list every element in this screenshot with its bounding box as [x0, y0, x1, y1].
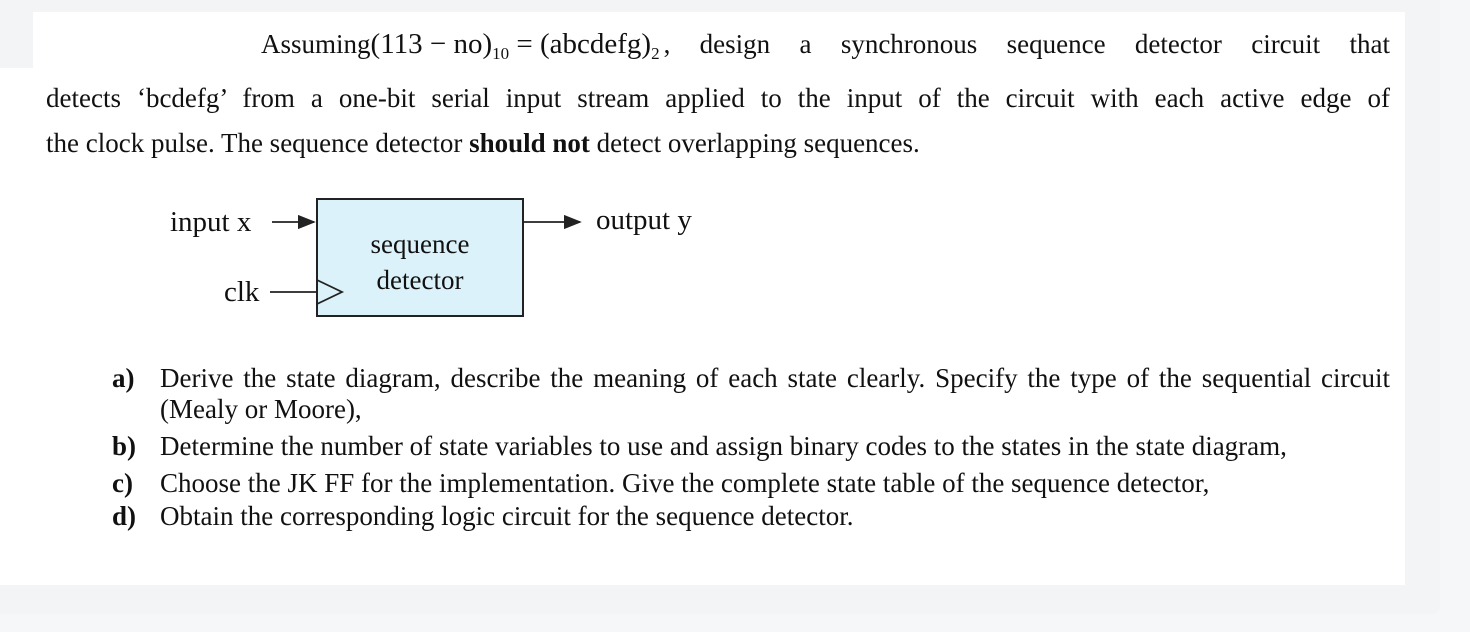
- expr-right: (abcdefg): [539, 28, 652, 60]
- expr-left-base: 10: [492, 44, 510, 63]
- question-mark: a): [112, 363, 135, 393]
- equals-sign: =: [516, 28, 533, 60]
- question-text: Choose the JK FF for the implementation.…: [160, 468, 1210, 498]
- box-label: sequence detector: [318, 226, 522, 298]
- math-expression: (113 − no)10 = (abcdefg)2: [371, 22, 660, 76]
- question-mark: b): [112, 431, 137, 461]
- output-y-label: output y: [596, 204, 692, 236]
- line3-start: the clock pulse. The sequence detector: [46, 128, 470, 158]
- statement-line-3: the clock pulse. The sequence detector s…: [46, 121, 1390, 166]
- emphasis-should-not: should not: [469, 128, 590, 158]
- question-text: Obtain the corresponding logic circuit f…: [160, 501, 854, 531]
- clock-edge-triangle-icon: [316, 279, 345, 305]
- clk-label: clk: [224, 276, 260, 308]
- clock-triangle-layer: [316, 279, 345, 305]
- question-item: a) Derive the state diagram, describe th…: [112, 363, 1390, 425]
- line3-end: detect overlapping sequences.: [589, 128, 920, 158]
- question-item: c) Choose the JK FF for the implementati…: [112, 468, 1390, 499]
- box-label-line1: sequence: [370, 229, 470, 259]
- question-mark: d): [112, 501, 137, 531]
- diagram-wires: [270, 214, 582, 293]
- assuming-text: Assuming: [261, 29, 371, 59]
- block-diagram: sequence detector input x clk output y: [160, 190, 720, 330]
- question-text: Derive the state diagram, describe the m…: [160, 363, 1390, 424]
- statement-line-2: detects ‘bcdefg’ from a one-bit serial i…: [46, 83, 1390, 113]
- input-x-label: input x: [170, 206, 252, 238]
- question-item: d) Obtain the corresponding logic circui…: [112, 501, 1390, 532]
- expr-left: (113 − no): [370, 28, 493, 60]
- question-text: Determine the number of state variables …: [160, 431, 1287, 461]
- problem-statement: Assuming (113 − no)10 = (abcdefg)2 , des…: [46, 22, 1390, 166]
- question-card: [33, 12, 1405, 585]
- expr-right-base: 2: [651, 44, 660, 63]
- question-list: a) Derive the state diagram, describe th…: [112, 363, 1390, 532]
- box-label-line2: detector: [376, 265, 464, 295]
- card-left-extension: [0, 68, 36, 585]
- statement-line-1: Assuming (113 − no)10 = (abcdefg)2 , des…: [46, 22, 1390, 76]
- question-mark: c): [112, 468, 133, 498]
- question-item: b) Determine the number of state variabl…: [112, 431, 1390, 462]
- sequence-detector-box: sequence detector: [316, 198, 524, 317]
- line1-tail: , design a synchronous sequence detector…: [663, 29, 1390, 59]
